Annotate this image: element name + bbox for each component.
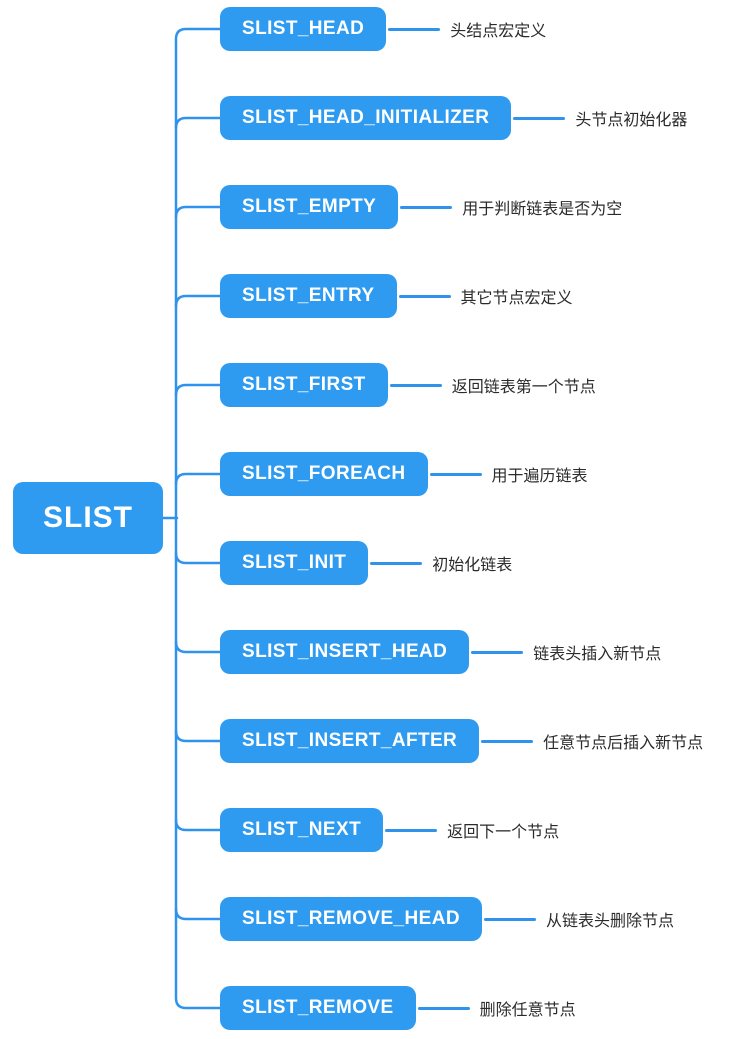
macro-node-label: SLIST_FIRST <box>242 374 366 395</box>
macro-node[interactable]: SLIST_HEAD <box>220 7 387 51</box>
macro-node[interactable]: SLIST_INSERT_HEAD <box>220 630 470 674</box>
macro-node[interactable]: SLIST_NEXT <box>220 808 384 852</box>
macro-node[interactable]: SLIST_INIT <box>220 541 369 585</box>
description-connector-line <box>483 917 536 921</box>
description-connector-line <box>398 294 451 298</box>
description-connector-line <box>429 472 482 476</box>
macro-description: 删除任意节点 <box>479 1002 576 1019</box>
macro-node-label: SLIST_HEAD_INITIALIZER <box>242 107 490 128</box>
macro-description: 任意节点后插入新节点 <box>543 735 704 752</box>
description-connector-line <box>481 739 534 743</box>
macro-node-label: SLIST_INIT <box>242 552 347 573</box>
description-connector-line <box>385 828 438 832</box>
macro-node-label: SLIST_NEXT <box>242 819 362 840</box>
mindmap-row: SLIST_NEXT 返回下一个节点 <box>220 808 559 852</box>
macro-description: 用于判断链表是否为空 <box>462 201 623 218</box>
macro-node[interactable]: SLIST_INSERT_AFTER <box>220 719 480 763</box>
mindmap-row: SLIST_HEAD_INITIALIZER 头节点初始化器 <box>220 96 687 140</box>
macro-node-label: SLIST_ENTRY <box>242 285 375 306</box>
macro-node[interactable]: SLIST_REMOVE_HEAD <box>220 897 482 941</box>
root-node-slist[interactable]: SLIST <box>13 482 163 554</box>
macro-node-label: SLIST_REMOVE_HEAD <box>242 908 460 929</box>
macro-description: 头结点宏定义 <box>450 23 547 40</box>
macro-description: 其它节点宏定义 <box>460 290 573 307</box>
description-connector-line <box>471 650 524 654</box>
macro-node[interactable]: SLIST_HEAD_INITIALIZER <box>220 96 512 140</box>
mindmap-row: SLIST_HEAD 头结点宏定义 <box>220 7 546 51</box>
macro-description: 头节点初始化器 <box>575 112 688 129</box>
macro-node[interactable]: SLIST_REMOVE <box>220 986 416 1030</box>
mindmap-row: SLIST_REMOVE 删除任意节点 <box>220 986 576 1030</box>
mindmap-row: SLIST_EMPTY 用于判断链表是否为空 <box>220 185 622 229</box>
macro-description: 链表头插入新节点 <box>533 646 662 663</box>
macro-description: 返回链表第一个节点 <box>451 379 596 396</box>
macro-node-label: SLIST_REMOVE <box>242 997 394 1018</box>
mindmap-row: SLIST_ENTRY 其它节点宏定义 <box>220 274 573 318</box>
macro-description: 从链表头删除节点 <box>545 913 674 930</box>
mindmap-row: SLIST_FOREACH 用于遍历链表 <box>220 452 588 496</box>
macro-description: 初始化链表 <box>432 557 513 574</box>
description-connector-line <box>388 27 441 31</box>
macro-node-label: SLIST_EMPTY <box>242 196 377 217</box>
macro-node[interactable]: SLIST_EMPTY <box>220 185 399 229</box>
macro-node[interactable]: SLIST_FOREACH <box>220 452 428 496</box>
macro-node-label: SLIST_INSERT_AFTER <box>242 730 458 751</box>
mindmap-row: SLIST_REMOVE_HEAD 从链表头删除节点 <box>220 897 674 941</box>
macro-node-label: SLIST_FOREACH <box>242 463 406 484</box>
macro-description: 用于遍历链表 <box>491 468 588 485</box>
root-node-label: SLIST <box>42 501 133 534</box>
description-connector-line <box>370 561 423 565</box>
macro-node-label: SLIST_HEAD <box>242 18 365 39</box>
mindmap-row: SLIST_FIRST 返回链表第一个节点 <box>220 363 596 407</box>
description-connector-line <box>389 383 442 387</box>
macro-description: 返回下一个节点 <box>447 824 560 841</box>
description-connector-line <box>513 116 566 120</box>
macro-node[interactable]: SLIST_FIRST <box>220 363 388 407</box>
mindmap-row: SLIST_INIT 初始化链表 <box>220 541 512 585</box>
macro-node-label: SLIST_INSERT_HEAD <box>242 641 448 662</box>
mindmap-row: SLIST_INSERT_HEAD 链表头插入新节点 <box>220 630 661 674</box>
mindmap-row: SLIST_INSERT_AFTER 任意节点后插入新节点 <box>220 719 703 763</box>
description-connector-line <box>417 1006 470 1010</box>
description-connector-line <box>400 205 453 209</box>
macro-node[interactable]: SLIST_ENTRY <box>220 274 397 318</box>
